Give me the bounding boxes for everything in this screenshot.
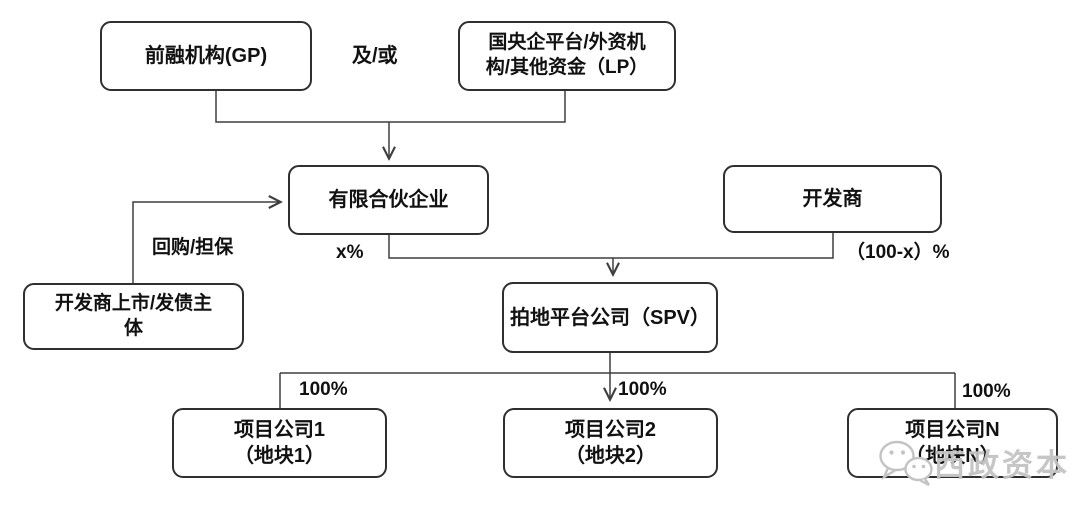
- label-project1-share: 100%: [299, 379, 348, 400]
- label-developer-share: （100-x）%: [846, 242, 950, 263]
- node-lp: 国央企平台/外资机 构/其他资金（LP）: [458, 21, 676, 91]
- node-lp-label-line2: 构/其他资金（LP）: [485, 57, 649, 78]
- node-partnership-label: 有限合伙企业: [328, 189, 449, 211]
- edge-partnership-developer-join: [388, 233, 834, 259]
- label-project2-share: 100%: [618, 379, 667, 400]
- node-spv-label: 拍地平台公司（SPV）: [509, 306, 711, 329]
- node-lp-label-line1: 国央企平台/外资机: [488, 32, 646, 54]
- node-gp-label: 前融机构(GP): [144, 45, 268, 67]
- node-partnership: 有限合伙企业: [288, 165, 489, 235]
- node-issuer-label-line1: 开发商上市/发债主: [54, 292, 213, 314]
- node-projectN-label-line1: 项目公司N: [905, 419, 1000, 441]
- watermark: 西政资本: [876, 437, 1070, 487]
- node-spv: 拍地平台公司（SPV）: [502, 282, 718, 353]
- label-repurchase-guarantee: 回购/担保: [152, 237, 234, 258]
- node-developer-label: 开发商: [802, 188, 863, 210]
- node-developer: 开发商: [723, 165, 942, 233]
- node-project1: 项目公司1 （地块1）: [172, 408, 387, 478]
- edge-gp-lp-merge: [215, 91, 566, 123]
- node-issuer: 开发商上市/发债主 体: [23, 283, 244, 350]
- label-partnership-share: x%: [336, 242, 364, 263]
- label-projectN-share: 100%: [962, 381, 1011, 402]
- watermark-text: 西政资本: [934, 447, 1070, 483]
- node-issuer-label-line2: 体: [123, 317, 143, 339]
- node-project2-label-line2: （地块2）: [564, 445, 657, 467]
- wechat-icon: [879, 440, 933, 487]
- node-projectN: 项目公司N （地块N）: [847, 408, 1058, 478]
- node-gp: 前融机构(GP): [100, 21, 312, 91]
- node-project2-label-line1: 项目公司2: [564, 419, 657, 441]
- node-project1-label-line2: （地块1）: [233, 445, 326, 467]
- edge-repurchase-guarantee: [132, 202, 280, 283]
- node-project2: 项目公司2 （地块2）: [503, 408, 718, 478]
- node-project1-label-line1: 项目公司1: [233, 419, 326, 441]
- label-and-or: 及/或: [352, 45, 398, 67]
